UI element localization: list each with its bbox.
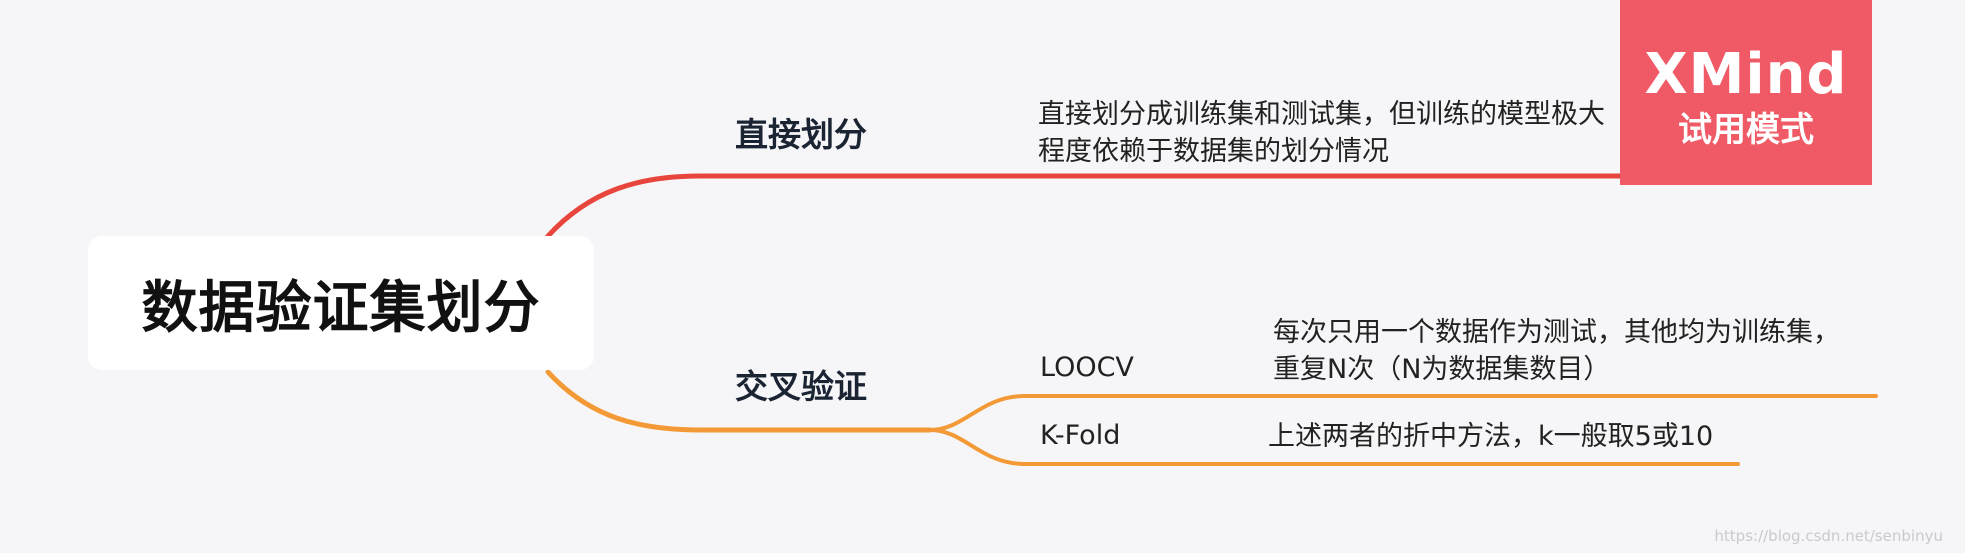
branch-connector-direct	[545, 173, 1647, 239]
leaf-kfold-label[interactable]: K-Fold	[1040, 420, 1121, 451]
subbranch-connector-kfold	[928, 428, 1740, 466]
root-topic-label: 数据验证集划分	[141, 275, 541, 341]
trial-mode-badge: XMind 试用模式	[1620, 0, 1872, 185]
branch-direct-note: 直接划分成训练集和测试集，但训练的模型极大 程度依赖于数据集的划分情况	[1038, 96, 1605, 170]
leaf-loocv-label[interactable]: LOOCV	[1040, 352, 1134, 383]
branch-connector-cross	[545, 369, 933, 433]
leaf-loocv-note: 每次只用一个数据作为测试，其他均为训练集， 重复N次（N为数据集数目）	[1273, 314, 1840, 388]
branch-cross-label[interactable]: 交叉验证	[735, 367, 867, 406]
leaf-kfold-note: 上述两者的折中方法，k一般取5或10	[1268, 418, 1713, 455]
note-line: 上述两者的折中方法，k一般取5或10	[1268, 421, 1714, 452]
note-line: 程度依赖于数据集的划分情况	[1038, 136, 1389, 167]
note-line: 每次只用一个数据作为测试，其他均为训练集，	[1273, 317, 1840, 348]
note-line: 直接划分成训练集和测试集，但训练的模型极大	[1038, 99, 1605, 130]
branch-direct-label[interactable]: 直接划分	[735, 115, 867, 154]
note-line: 重复N次（N为数据集数目）	[1273, 354, 1611, 385]
subbranch-connector-loocv	[928, 394, 1878, 432]
trial-mode-text: 试用模式	[1678, 110, 1814, 150]
xmind-brand-text: XMind	[1644, 42, 1848, 107]
root-topic[interactable]	[88, 236, 594, 370]
source-watermark: https://blog.csdn.net/senbinyu	[1714, 527, 1943, 545]
